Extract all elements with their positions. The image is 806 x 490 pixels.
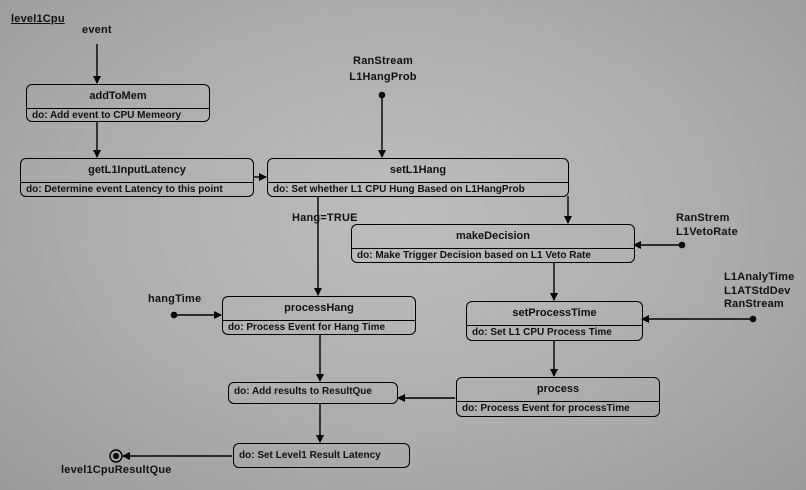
- state-name: setProcessTime: [467, 302, 642, 326]
- state-setresultlatency[interactable]: do: Set Level1 Result Latency: [233, 443, 410, 468]
- state-setprocesstime[interactable]: setProcessTime do: Set L1 CPU Process Ti…: [466, 301, 643, 341]
- event-label: event: [82, 24, 112, 36]
- state-activity: do: Process Event for processTime: [462, 403, 630, 414]
- state-activity: do: Set L1 CPU Process Time: [472, 327, 612, 338]
- state-getl1inputlatency[interactable]: getL1InputLatency do: Determine event La…: [20, 158, 254, 197]
- state-name: setL1Hang: [268, 159, 568, 183]
- state-addtomem[interactable]: addToMem do: Add event to CPU Memeory: [26, 84, 210, 122]
- state-setl1hang[interactable]: setL1Hang do: Set whether L1 CPU Hung Ba…: [267, 158, 569, 197]
- ranstream-label: RanStream: [353, 55, 413, 67]
- initial-dot-hangprob: [378, 91, 386, 99]
- final-state-label: level1CpuResultQue: [61, 464, 172, 476]
- l1hangprob-label: L1HangProb: [349, 71, 417, 83]
- ranstrem-label: RanStrem: [676, 212, 730, 224]
- state-activity: do: Set whether L1 CPU Hung Based on L1H…: [273, 184, 525, 195]
- hangtime-label: hangTime: [148, 293, 202, 305]
- state-name: process: [457, 378, 659, 402]
- l1vetorate-label: L1VetoRate: [676, 226, 738, 238]
- state-activity: do: Make Trigger Decision based on L1 Ve…: [357, 250, 591, 261]
- final-state-icon: [109, 449, 123, 463]
- state-makedecision[interactable]: makeDecision do: Make Trigger Decision b…: [351, 224, 635, 263]
- state-process[interactable]: process do: Process Event for processTim…: [456, 377, 660, 417]
- state-name: makeDecision: [352, 225, 634, 249]
- state-addresults[interactable]: do: Add results to ResultQue: [228, 382, 398, 404]
- state-name: getL1InputLatency: [21, 159, 253, 183]
- ranstream-right-label: RanStream: [724, 298, 784, 310]
- l1analytime-label: L1AnalyTime: [724, 271, 795, 283]
- state-activity: do: Set Level1 Result Latency: [239, 450, 381, 461]
- initial-dot-vetorate: [678, 241, 686, 249]
- guard-label: Hang=TRUE: [292, 212, 358, 224]
- state-name: processHang: [223, 297, 415, 321]
- diagram-title: level1Cpu: [11, 13, 65, 25]
- state-processhang[interactable]: processHang do: Process Event for Hang T…: [222, 296, 416, 335]
- initial-dot-analytime: [749, 315, 757, 323]
- state-name: addToMem: [27, 85, 209, 109]
- state-activity: do: Determine event Latency to this poin…: [26, 184, 223, 195]
- state-activity: do: Add event to CPU Memeory: [32, 110, 182, 121]
- state-activity: do: Process Event for Hang Time: [228, 322, 386, 333]
- l1atstddev-label: L1ATStdDev: [724, 285, 791, 297]
- initial-dot-hangtime: [170, 311, 178, 319]
- state-activity: do: Add results to ResultQue: [234, 386, 372, 397]
